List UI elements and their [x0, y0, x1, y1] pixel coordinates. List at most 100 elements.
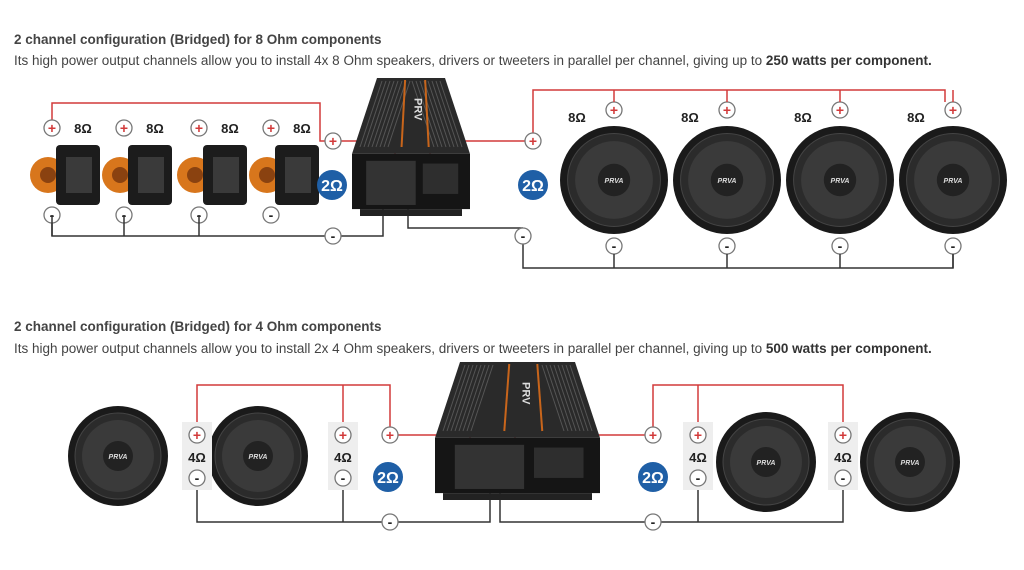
svg-text:PRVA: PRVA	[718, 178, 737, 185]
impedance-label: 8Ω	[681, 110, 699, 125]
impedance-label: 8Ω	[74, 121, 92, 136]
negative-wire	[51, 215, 325, 237]
positive-terminal-icon: +	[334, 426, 352, 444]
svg-text:PRV: PRV	[519, 382, 531, 405]
negative-terminal-icon: -	[605, 237, 623, 255]
speaker-icon: PRVA	[716, 412, 816, 512]
svg-text:2Ω: 2Ω	[377, 470, 399, 487]
impedance-label: 4Ω	[834, 450, 852, 465]
svg-text:2Ω: 2Ω	[642, 470, 664, 487]
svg-text:+: +	[339, 427, 347, 443]
impedance-label: 8Ω	[794, 110, 812, 125]
positive-terminal-icon: +	[524, 132, 542, 150]
positive-terminal-icon: +	[190, 119, 208, 137]
svg-text:-: -	[388, 514, 393, 530]
tweeter-icon	[30, 145, 100, 205]
section2-description: Its high power output channels allow you…	[14, 341, 932, 356]
positive-terminal-icon: +	[381, 426, 399, 444]
svg-text:2Ω: 2Ω	[522, 178, 544, 195]
positive-terminal-icon: +	[944, 101, 962, 119]
impedance-label: 8Ω	[568, 110, 586, 125]
svg-text:+: +	[329, 133, 337, 149]
negative-wire	[196, 485, 382, 523]
impedance-badge: 2Ω	[638, 462, 668, 492]
section2-title: 2 channel configuration (Bridged) for 4 …	[14, 319, 382, 334]
speaker-icon: PRVA	[899, 126, 1007, 234]
svg-text:-: -	[612, 238, 617, 254]
speaker-icon: PRVA	[208, 406, 308, 506]
positive-wire	[51, 102, 325, 142]
negative-terminal-icon: -	[689, 469, 707, 487]
speaker-icon: PRVA	[860, 412, 960, 512]
svg-text:+: +	[836, 102, 844, 118]
svg-text:+: +	[610, 102, 618, 118]
positive-terminal-icon: +	[605, 101, 623, 119]
svg-text:PRVA: PRVA	[831, 178, 850, 185]
desc-bold: 500 watts per component.	[765, 341, 932, 356]
svg-text:-: -	[521, 228, 526, 244]
svg-text:-: -	[341, 470, 346, 486]
negative-terminal-icon: -	[514, 227, 532, 245]
positive-terminal-icon: +	[834, 426, 852, 444]
amplifier-image: PRV	[352, 78, 470, 216]
svg-text:+: +	[386, 427, 394, 443]
svg-text:-: -	[269, 207, 274, 223]
impedance-label: 4Ω	[188, 450, 206, 465]
impedance-label: 4Ω	[334, 450, 352, 465]
svg-text:PRVA: PRVA	[605, 178, 624, 185]
positive-terminal-icon: +	[324, 132, 342, 150]
svg-text:+: +	[48, 120, 56, 136]
svg-text:+: +	[723, 102, 731, 118]
desc-text: Its high power output channels allow you…	[14, 53, 766, 68]
svg-text:PRV: PRV	[412, 98, 424, 121]
positive-terminal-icon: +	[831, 101, 849, 119]
negative-terminal-icon: -	[718, 237, 736, 255]
speaker-icon: PRVA	[786, 126, 894, 234]
amplifier-image: PRV	[435, 362, 600, 500]
impedance-label: 8Ω	[293, 121, 311, 136]
positive-terminal-icon: +	[644, 426, 662, 444]
positive-terminal-icon: +	[689, 426, 707, 444]
svg-text:+: +	[649, 427, 657, 443]
svg-text:+: +	[193, 427, 201, 443]
svg-text:2Ω: 2Ω	[321, 178, 343, 195]
impedance-badge: 2Ω	[317, 170, 347, 200]
impedance-label: 4Ω	[689, 450, 707, 465]
negative-terminal-icon: -	[381, 513, 399, 531]
tweeter-icon	[102, 145, 172, 205]
section1-description: Its high power output channels allow you…	[14, 53, 932, 68]
speaker-icon: PRVA	[68, 406, 168, 506]
svg-text:-: -	[331, 228, 336, 244]
svg-text:+: +	[949, 102, 957, 118]
negative-terminal-icon: -	[644, 513, 662, 531]
positive-terminal-icon: +	[718, 101, 736, 119]
negative-terminal-icon: -	[334, 469, 352, 487]
svg-text:-: -	[841, 470, 846, 486]
positive-terminal-icon: +	[262, 119, 280, 137]
tweeter-icon	[249, 145, 319, 205]
svg-text:+: +	[195, 120, 203, 136]
svg-text:-: -	[651, 514, 656, 530]
impedance-badge: 2Ω	[518, 170, 548, 200]
negative-terminal-icon: -	[831, 237, 849, 255]
svg-text:-: -	[696, 470, 701, 486]
svg-text:PRVA: PRVA	[249, 454, 268, 461]
svg-text:+: +	[267, 120, 275, 136]
section1-title: 2 channel configuration (Bridged) for 8 …	[14, 32, 382, 47]
impedance-label: 8Ω	[221, 121, 239, 136]
svg-text:PRVA: PRVA	[109, 454, 128, 461]
negative-terminal-icon: -	[262, 206, 280, 224]
svg-text:+: +	[839, 427, 847, 443]
impedance-badge: 2Ω	[373, 462, 403, 492]
positive-terminal-icon: +	[188, 426, 206, 444]
negative-wire	[522, 244, 954, 269]
positive-terminal-icon: +	[115, 119, 133, 137]
svg-text:PRVA: PRVA	[757, 460, 776, 467]
svg-text:-: -	[951, 238, 956, 254]
svg-text:PRVA: PRVA	[901, 460, 920, 467]
svg-text:-: -	[195, 470, 200, 486]
negative-terminal-icon: -	[834, 469, 852, 487]
svg-text:-: -	[838, 238, 843, 254]
svg-text:+: +	[529, 133, 537, 149]
speaker-icon: PRVA	[673, 126, 781, 234]
